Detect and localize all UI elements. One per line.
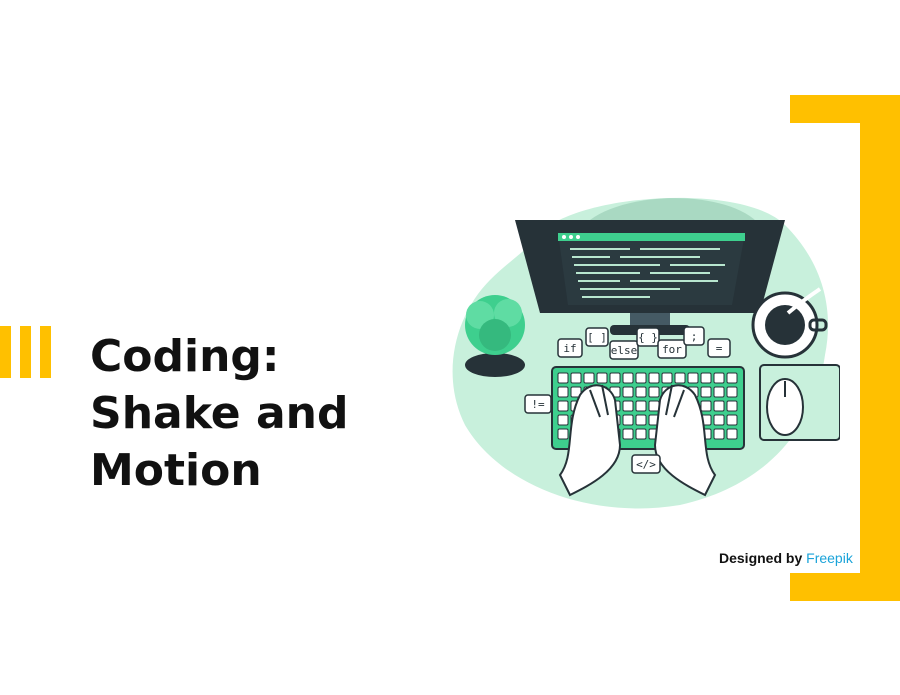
keyboard-key: [713, 414, 725, 426]
keyboard-key: [713, 428, 725, 440]
keyboard-key: [635, 428, 647, 440]
keyboard-key: [726, 372, 738, 384]
bubble-label: for: [662, 343, 682, 356]
decor-bar: [20, 326, 31, 378]
bubble-label: =: [716, 342, 723, 355]
bubble-label: </>: [636, 458, 656, 471]
decorative-bars: [0, 326, 60, 378]
keyboard-key: [609, 372, 621, 384]
keyboard-key: [726, 414, 738, 426]
keyboard-key: [622, 372, 634, 384]
keyboard-key: [622, 400, 634, 412]
bubble-label: !=: [531, 398, 545, 411]
keyboard-key: [635, 386, 647, 398]
keyboard-key: [687, 372, 699, 384]
keyboard-key: [557, 386, 569, 398]
credit-prefix: Designed by: [719, 550, 803, 566]
decor-bar: [0, 326, 11, 378]
keyboard-key: [557, 400, 569, 412]
keyboard-key: [622, 386, 634, 398]
title-line: Shake and: [90, 388, 349, 439]
keyboard-key: [622, 428, 634, 440]
bubble-label: if: [563, 342, 576, 355]
keyboard-key: [674, 372, 686, 384]
keyboard-key: [648, 372, 660, 384]
keyboard-key: [557, 414, 569, 426]
bubble-label: [ ]: [587, 331, 607, 344]
bracket-side: [860, 95, 900, 601]
bracket-bottom: [790, 573, 900, 601]
keyboard-key: [713, 372, 725, 384]
keyboard-key: [700, 400, 712, 412]
decor-bar: [40, 326, 51, 378]
keyboard-key: [635, 400, 647, 412]
credit-brand-link[interactable]: Freepik: [806, 550, 853, 566]
bubble-label: else: [611, 344, 638, 357]
keyboard-key: [726, 428, 738, 440]
coding-desk-icon: if [ ] else { } for ; = != </>: [452, 197, 840, 509]
keyboard-key: [661, 372, 673, 384]
credit-line: Designed by Freepik: [715, 547, 857, 569]
keyboard-key: [700, 372, 712, 384]
keyboard-key: [557, 428, 569, 440]
keyboard-key: [635, 372, 647, 384]
keyboard-key: [583, 372, 595, 384]
keyboard-key: [700, 386, 712, 398]
keyboard-key: [726, 400, 738, 412]
keyboard-key: [726, 386, 738, 398]
title-line: Motion: [90, 445, 262, 496]
keyboard-key: [570, 372, 582, 384]
decorative-bracket: [790, 95, 900, 601]
keyboard-key: [596, 372, 608, 384]
keyboard-key: [557, 372, 569, 384]
keyboard-key: [713, 386, 725, 398]
bubble-label: { }: [638, 331, 658, 344]
keyboard-key: [622, 414, 634, 426]
keyboard-key: [635, 414, 647, 426]
keyboard-key: [648, 400, 660, 412]
keyboard-key: [713, 400, 725, 412]
keyboard-key: [648, 386, 660, 398]
slide-title: Coding: Shake and Motion: [90, 328, 410, 499]
bubble-label: ;: [691, 330, 698, 343]
title-line: Coding:: [90, 331, 280, 382]
